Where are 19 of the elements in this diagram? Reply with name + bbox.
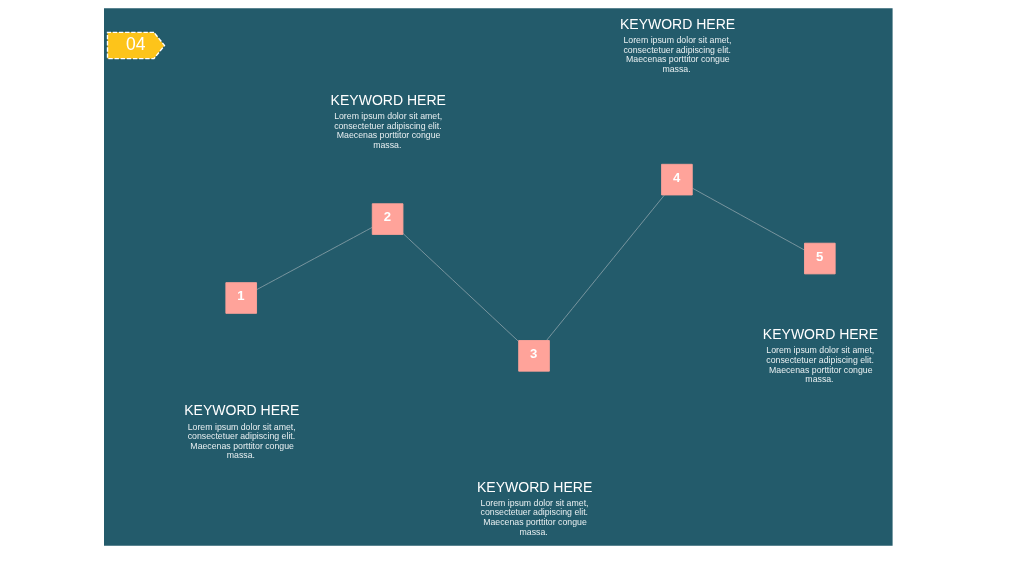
connector xyxy=(545,194,665,341)
connector xyxy=(402,233,519,342)
node-label: Lorem ipsum dolor sit amet, consectetuer adipiscing elit. Maecenas porttitor congue massa. xyxy=(333,111,442,151)
connector xyxy=(691,187,805,251)
node-box: 5 xyxy=(803,242,836,275)
connector xyxy=(255,227,373,291)
node-label: KEYWORD HERE xyxy=(619,15,735,32)
node-box: 2 xyxy=(371,203,403,235)
node-box: 4 xyxy=(660,163,693,196)
node-label: Lorem ipsum dolor sit amet, consectetuer adipiscing elit. Maecenas porttitor congue massa. xyxy=(187,421,296,461)
node-label: KEYWORD HERE xyxy=(762,326,878,343)
node-label: Lorem ipsum dolor sit amet, consectetuer adipiscing elit. Maecenas porttitor congue massa. xyxy=(622,34,731,74)
node-box: 3 xyxy=(517,340,550,372)
node-box: 1 xyxy=(224,282,257,314)
node-label: KEYWORD HERE xyxy=(330,91,446,108)
node-label: Lorem ipsum dolor sit amet, consectetuer adipiscing elit. Maecenas porttitor congue massa. xyxy=(765,345,874,385)
node-label: KEYWORD HERE xyxy=(183,402,299,419)
node-label: Lorem ipsum dolor sit amet, consectetuer adipiscing elit. Maecenas porttitor congue massa. xyxy=(480,497,589,537)
node-label: KEYWORD HERE xyxy=(476,478,592,495)
